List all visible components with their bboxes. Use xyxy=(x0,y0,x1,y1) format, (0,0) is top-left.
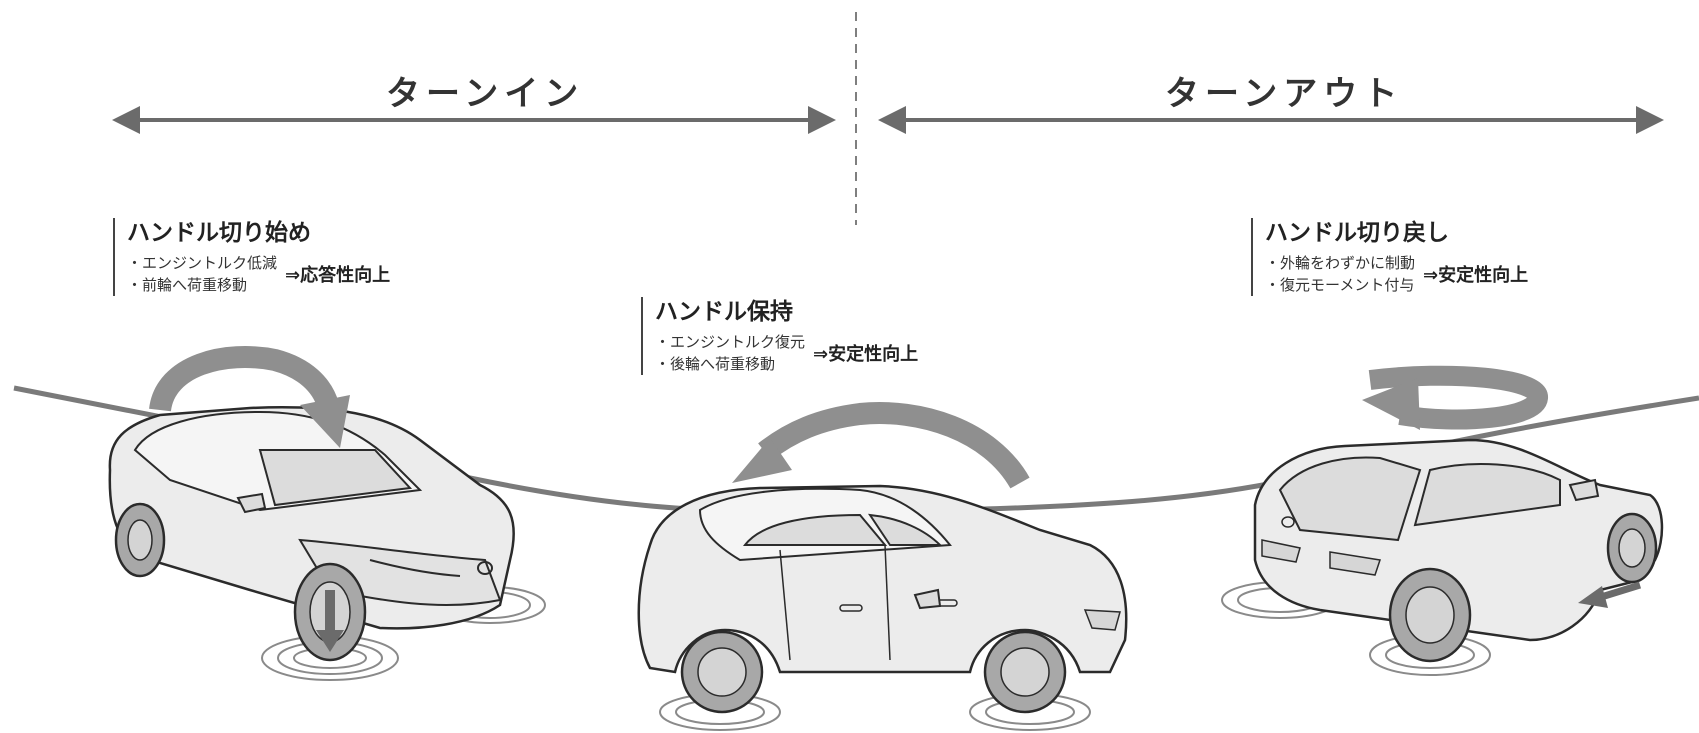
note-title: ハンドル保持 xyxy=(655,299,793,325)
restoring-moment-arrow xyxy=(1362,365,1548,430)
car-turn-out xyxy=(1221,365,1664,676)
note-item: ・前輪へ荷重移動 xyxy=(127,276,248,294)
note-title: ハンドル切り始め xyxy=(127,220,311,246)
note-steer-hold: ハンドル保持 ・エンジントルク復元 ・後輪へ荷重移動 ⇒安定性向上 xyxy=(641,297,918,375)
car-steer-hold xyxy=(637,402,1128,731)
outer-wheel-brake-arrow xyxy=(1578,581,1642,608)
note-effect: ⇒安定性向上 xyxy=(813,344,919,365)
note-item: ・エンジントルク復元 xyxy=(655,333,806,351)
load-transfer-down-arrow xyxy=(316,590,344,652)
note-item: ・後輪へ荷重移動 xyxy=(655,355,776,373)
phase-label-turn-out: ターンアウト xyxy=(1165,74,1404,114)
yaw-rotation-arrow-clockwise xyxy=(149,346,350,448)
note-steer-start: ハンドル切り始め ・エンジントルク低減 ・前輪へ荷重移動 ⇒応答性向上 xyxy=(113,218,390,296)
turn-out-range-arrow xyxy=(878,106,1664,134)
note-title: ハンドル切り戻し xyxy=(1265,220,1449,246)
note-item: ・エンジントルク低減 xyxy=(127,254,278,272)
note-effect: ⇒安定性向上 xyxy=(1423,265,1529,286)
car-turn-in xyxy=(108,346,546,681)
phase-label-turn-in: ターンイン xyxy=(386,74,585,114)
note-item: ・復元モーメント付与 xyxy=(1265,276,1415,294)
note-item: ・外輪をわずかに制動 xyxy=(1265,254,1416,272)
note-steer-return: ハンドル切り戻し ・外輪をわずかに制動 ・復元モーメント付与 ⇒安定性向上 xyxy=(1251,218,1528,296)
turn-in-range-arrow xyxy=(112,106,836,134)
note-effect: ⇒応答性向上 xyxy=(285,265,391,286)
yaw-rotation-arrow-counterclockwise xyxy=(732,402,1030,489)
